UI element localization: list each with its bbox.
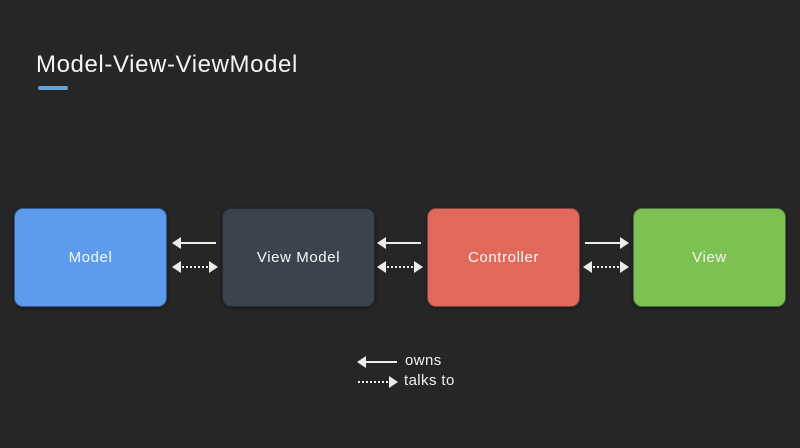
box-model-label: Model [68,249,113,266]
box-controller-label: Controller [467,249,540,266]
box-controller: Controller [427,208,580,307]
box-view-label: View [692,249,727,266]
legend-talksto-arrow [358,376,398,388]
legend-owns-label: owns [405,352,442,369]
owns-arrow-viewmodel-to-model [172,237,216,249]
owns-arrow-controller-to-view [585,237,629,249]
talksto-arrow-model-viewmodel [172,261,218,273]
legend-owns-arrow [357,356,397,368]
title-underline [38,86,68,90]
legend-talksto-label: talks to [404,372,455,389]
page-title: Model-View-ViewModel [36,51,298,78]
talksto-arrow-viewmodel-controller [377,261,423,273]
owns-arrow-controller-to-viewmodel [377,237,421,249]
talksto-arrow-controller-view [583,261,629,273]
box-view-model-label: View Model [256,249,341,266]
box-view: View [633,208,786,307]
box-model: Model [14,208,167,307]
box-view-model: View Model [222,208,375,307]
